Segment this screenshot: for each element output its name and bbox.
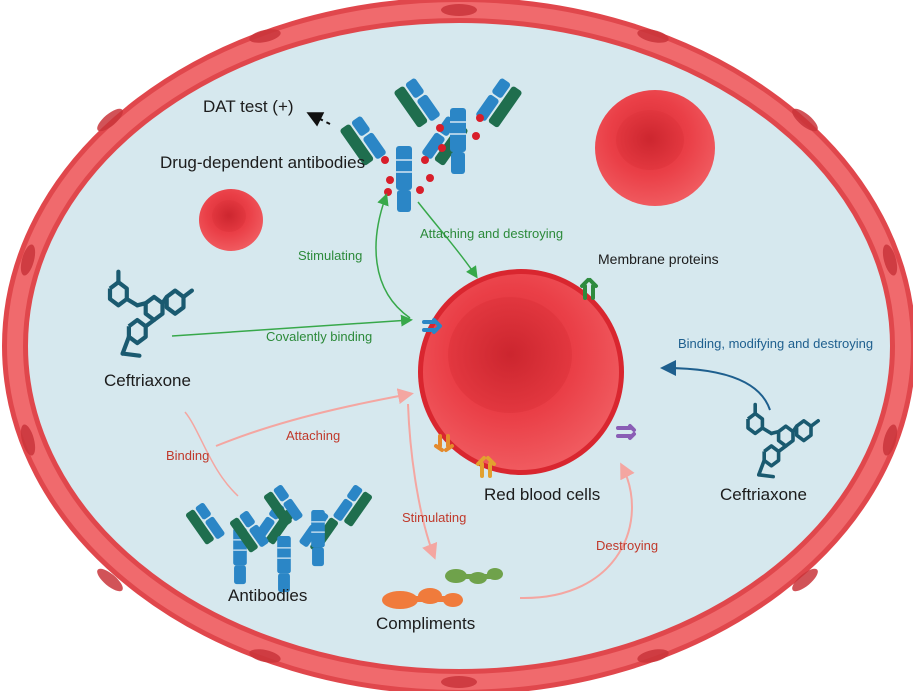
label-binding-modifying-destroying: Binding, modifying and destroying: [678, 336, 873, 351]
arrow-stimulating-top: [375, 193, 411, 319]
membrane-protein-orange-2: [476, 456, 496, 478]
arrow-binding-modifying: [660, 360, 771, 411]
label-stimulating-bottom: Stimulating: [402, 510, 466, 525]
label-compliments: Compliments: [376, 614, 475, 633]
arrow-attaching: [215, 388, 414, 447]
line-binding: [184, 411, 239, 497]
label-attaching-destroying: Attaching and destroying: [420, 226, 563, 241]
label-stimulating-top: Stimulating: [298, 248, 362, 263]
arrow-destroying: [519, 462, 635, 600]
drug-dependent-antibodies-icon: [338, 76, 524, 213]
membrane-protein-purple: [616, 424, 636, 440]
label-binding: Binding: [166, 448, 209, 463]
label-destroying: Destroying: [596, 538, 658, 553]
label-red-blood-cells: Red blood cells: [484, 485, 600, 504]
rbc-small-left: [199, 189, 263, 251]
compliments-icon: [382, 568, 503, 609]
label-ceftriaxone-right: Ceftriaxone: [720, 485, 807, 504]
label-covalently-binding: Covalently binding: [266, 329, 372, 344]
label-ceftriaxone-left: Ceftriaxone: [104, 371, 191, 390]
label-antibodies: Antibodies: [228, 586, 307, 605]
rbc-top-right: [595, 90, 715, 206]
arrow-covalently-binding: [171, 314, 413, 337]
label-dat-test: DAT test (+): [203, 97, 294, 116]
arrow-attaching-destroying: [417, 201, 478, 279]
red-blood-cell-main: [418, 269, 624, 475]
label-membrane-proteins: Membrane proteins: [598, 251, 719, 267]
membrane-protein-blue: [422, 318, 442, 334]
label-attaching: Attaching: [286, 428, 340, 443]
arrow-stimulating-bottom: [407, 403, 438, 560]
label-drug-dependent-antibodies: Drug-dependent antibodies: [160, 153, 365, 172]
membrane-protein-green: [580, 278, 598, 300]
arrow-dat-test: [306, 112, 331, 127]
membrane-protein-orange-1: [434, 434, 454, 452]
